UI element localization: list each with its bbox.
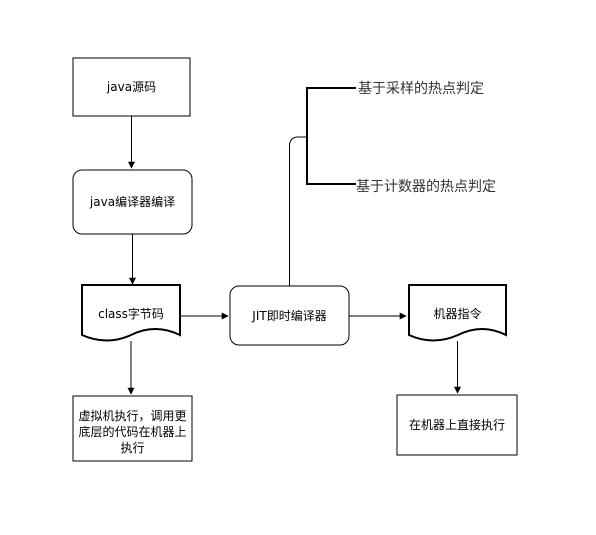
hotspot-bracket: [306, 87, 356, 185]
java-source-node: java源码: [72, 57, 191, 117]
machine-instruction-node: 机器指令: [408, 284, 507, 342]
direct-execute-node: 在机器上直接执行: [396, 394, 518, 456]
counter-hotspot-label: 基于计数器的热点判定: [356, 178, 496, 195]
java-compiler-label: java编译器编译: [89, 194, 175, 209]
java-source-label: java源码: [106, 80, 156, 94]
jit-compiler-label: JIT即时编译器: [251, 308, 326, 323]
direct-execute-label: 在机器上直接执行: [409, 417, 505, 432]
vm-execute-line-2: 底层的代码在机器上: [78, 424, 186, 439]
java-compiler-node: java编译器编译: [72, 169, 193, 235]
class-bytecode-label: class字节码: [98, 306, 164, 321]
sampling-hotspot-label: 基于采样的热点判定: [358, 80, 484, 97]
vm-execute-node: 虚拟机执行，调用更 底层的代码在机器上 执行: [72, 395, 193, 462]
vm-execute-line-3: 执行: [120, 441, 144, 455]
machine-instruction-label: 机器指令: [433, 306, 481, 321]
jit-compiler-node: JIT即时编译器: [229, 285, 350, 346]
jit-branch-connector: [289, 136, 307, 286]
class-bytecode-node: class字节码: [81, 284, 181, 342]
vm-execute-line-1: 虚拟机执行，调用更: [78, 409, 186, 423]
